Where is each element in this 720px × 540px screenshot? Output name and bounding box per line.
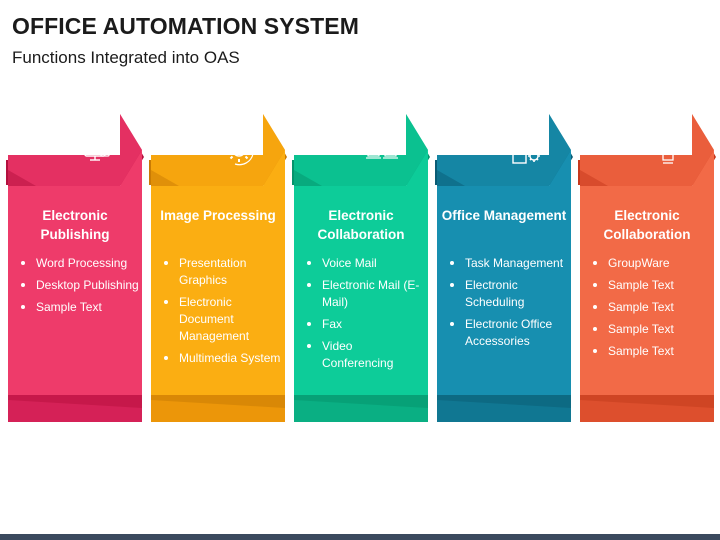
card-bullet-item: GroupWare	[590, 255, 712, 272]
page-subtitle: Functions Integrated into OAS	[12, 48, 240, 67]
card-bullet-item: Presentation Graphics	[161, 255, 283, 289]
card-bullet-text: Desktop Publishing	[36, 278, 139, 292]
bullet-dot	[593, 327, 597, 331]
card-bullet-item: Multimedia System	[161, 350, 283, 367]
office-building-gear-icon	[512, 134, 540, 164]
card-bullet-text: Sample Text	[36, 300, 102, 314]
team-network-icon	[653, 135, 683, 164]
card-bullet-item: Electronic Scheduling	[447, 277, 569, 311]
bullet-dot	[307, 344, 311, 348]
bullet-dot	[307, 261, 311, 265]
card-bullet-item: Sample Text	[590, 277, 712, 294]
card-bullet-item: Electronic Mail (E-Mail)	[304, 277, 426, 311]
card-bullet-item: Sample Text	[590, 321, 712, 338]
card-bullet-item: Sample Text	[18, 299, 140, 316]
card-arrow-shape	[435, 114, 573, 422]
video-conference-icon	[366, 135, 398, 159]
card-arrow-shape	[292, 114, 430, 422]
card-bullet-text: Voice Mail	[322, 256, 377, 270]
bullet-dot	[450, 283, 454, 287]
card-bullet-text: Video Conferencing	[322, 339, 394, 370]
bullet-dot	[307, 322, 311, 326]
card-heading: Electronic Collaboration	[603, 208, 691, 242]
card-bullet-item: Voice Mail	[304, 255, 426, 272]
bullet-dot	[593, 305, 597, 309]
bullet-dot	[21, 283, 25, 287]
card-arrow-shape	[578, 114, 716, 422]
card-bullet-text: Sample Text	[608, 322, 674, 336]
card-bullet-text: Sample Text	[608, 278, 674, 292]
card-bullet-text: Sample Text	[608, 300, 674, 314]
card-bullet-text: Electronic Document Management	[179, 295, 250, 343]
bullet-dot	[593, 349, 597, 353]
gear-cycle-icon	[224, 134, 254, 166]
card-heading: Electronic Publishing	[40, 208, 110, 242]
card-bullet-item: Electronic Office Accessories	[447, 316, 569, 350]
computer-publishing-icon	[84, 135, 110, 161]
card-bullet-text: GroupWare	[608, 256, 670, 270]
bullet-dot	[450, 261, 454, 265]
card-bullet-item: Electronic Document Management	[161, 294, 283, 345]
card-arrow-shape	[149, 114, 287, 422]
card-bullet-item: Sample Text	[590, 343, 712, 360]
card-bullet-item: Task Management	[447, 255, 569, 272]
bullet-dot	[307, 283, 311, 287]
card-bullet-text: Task Management	[465, 256, 564, 270]
card-heading: Electronic Collaboration	[317, 208, 405, 242]
card-heading: Office Management	[441, 208, 567, 223]
bullet-dot	[21, 261, 25, 265]
card-bullet-text: Electronic Office Accessories	[465, 317, 553, 348]
bullet-dot	[164, 356, 168, 360]
card-arrow-shape	[6, 114, 144, 422]
card-bullet-text: Sample Text	[608, 344, 674, 358]
card-bullet-item: Word Processing	[18, 255, 140, 272]
card-bullet-text: Word Processing	[36, 256, 128, 270]
card-bullet-text: Multimedia System	[179, 351, 281, 365]
card-bullet-text: Electronic Mail (E-Mail)	[322, 278, 420, 309]
card-bullet-text: Presentation Graphics	[179, 256, 247, 287]
card-bullet-text: Electronic Scheduling	[465, 278, 525, 309]
page-title: OFFICE AUTOMATION SYSTEM	[12, 13, 359, 39]
card-bullet-item: Desktop Publishing	[18, 277, 140, 294]
card-bullet-item: Video Conferencing	[304, 338, 426, 372]
card-heading: Image Processing	[160, 208, 276, 223]
bullet-dot	[593, 283, 597, 287]
card-bullet-text: Fax	[322, 317, 343, 331]
card-bullet-item: Sample Text	[590, 299, 712, 316]
bullet-dot	[21, 305, 25, 309]
bullet-dot	[164, 300, 168, 304]
bullet-dot	[593, 261, 597, 265]
bullet-dot	[164, 261, 168, 265]
footer-bar	[0, 534, 720, 540]
bullet-dot	[450, 322, 454, 326]
card-bullet-item: Fax	[304, 316, 426, 333]
